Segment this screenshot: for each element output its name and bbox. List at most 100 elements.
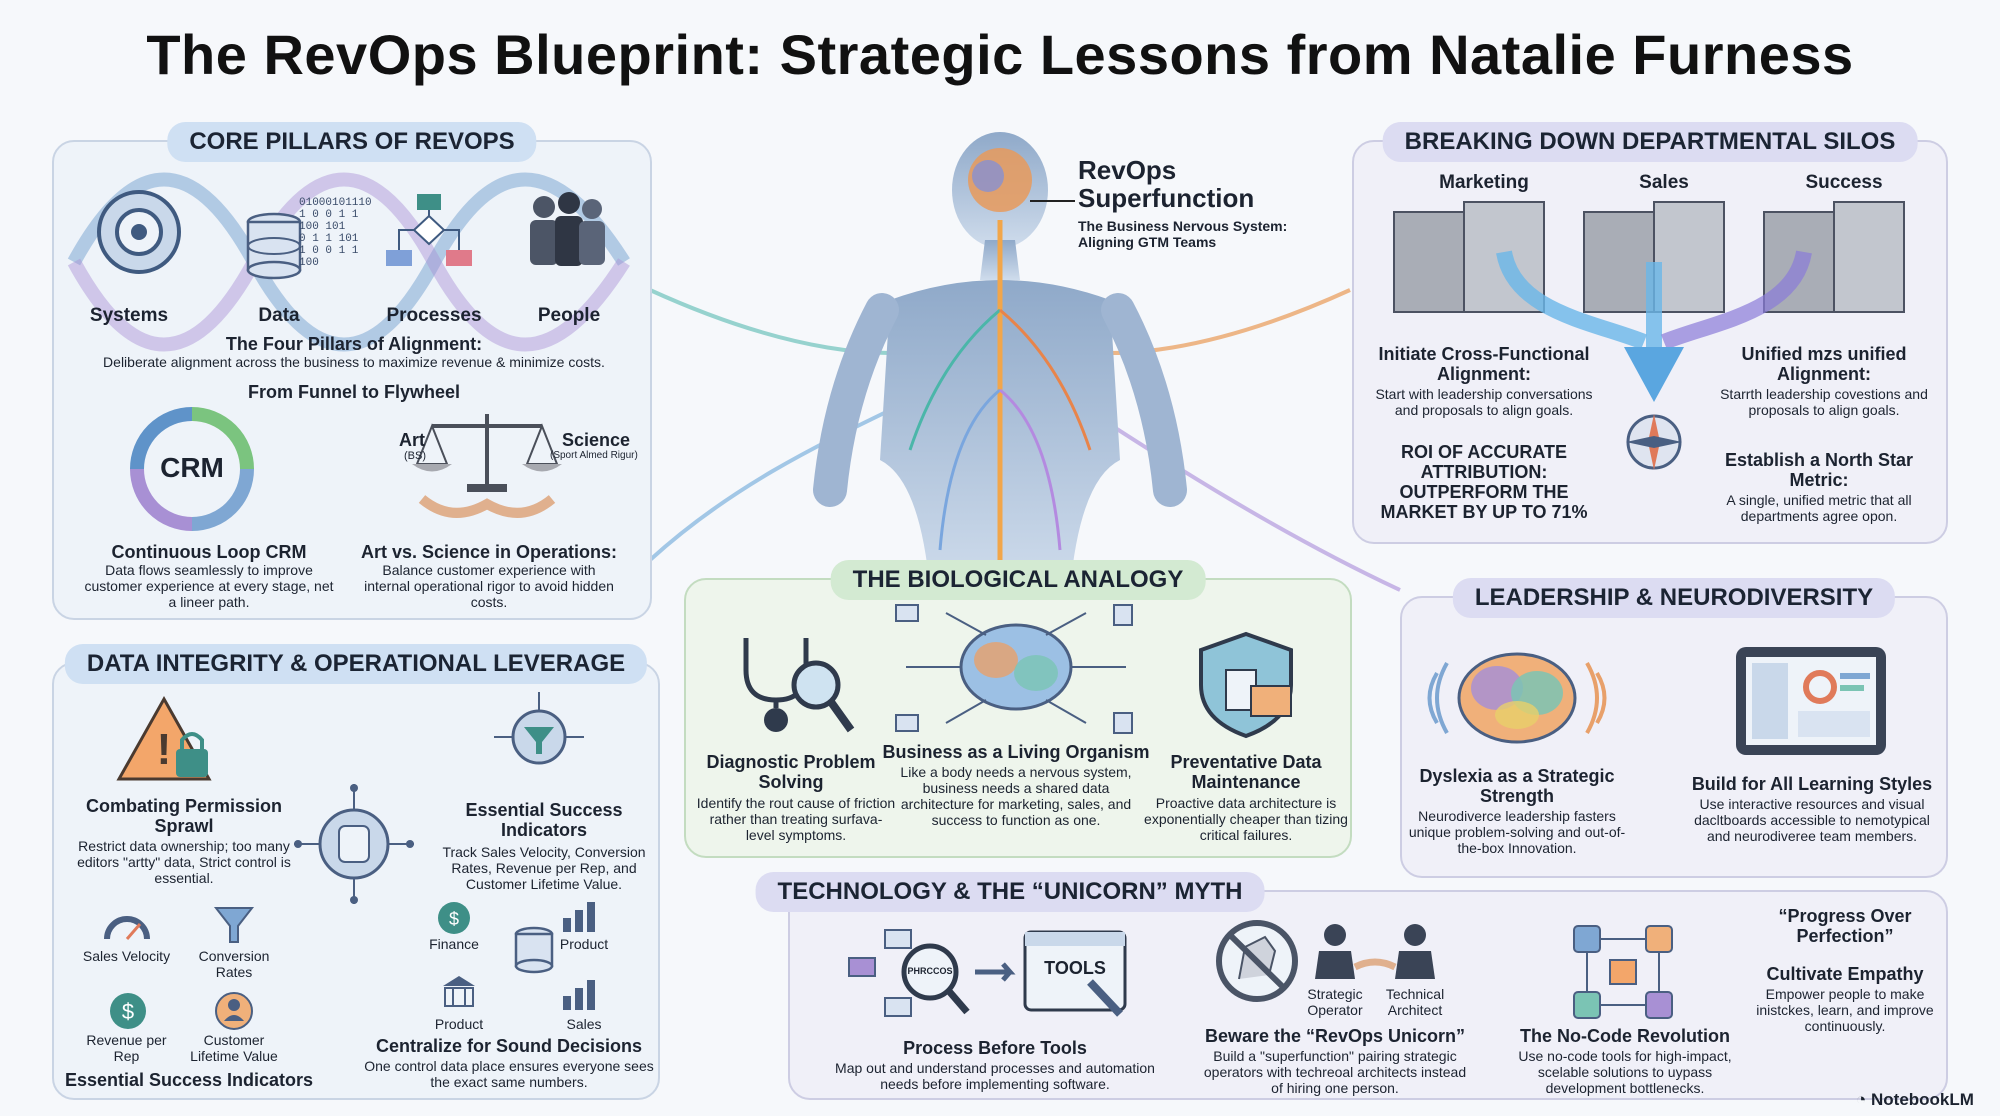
empathy-heading: Cultivate Empathy xyxy=(1766,964,1924,984)
brand-logo: ◔ NotebookLM xyxy=(1856,1090,1974,1110)
art-sub: (BS) xyxy=(404,450,426,462)
leadership-title: LEADERSHIP & NEURODIVERSITY xyxy=(1452,578,1896,618)
unicorn-desc: Build a "superfunction" pairing strategi… xyxy=(1203,1048,1467,1096)
bar-chart-icon xyxy=(563,902,595,932)
art-label: Art xyxy=(399,430,425,450)
silo-label-marketing: Marketing xyxy=(1439,172,1529,193)
sprawl-desc: Restrict data ownership; too many editor… xyxy=(77,838,291,886)
diag-heading: Diagnostic Problem Solving xyxy=(706,752,876,792)
pillar-label-people: People xyxy=(537,305,601,326)
brand-icon: ◔ xyxy=(1856,1090,1871,1109)
revenue-icon: $ xyxy=(110,993,146,1029)
north-desc: A single, unified metric that all depart… xyxy=(1726,492,1912,524)
metric-revenue-per-rep: Revenue per Rep xyxy=(86,1032,167,1064)
indicators-desc: Track Sales Velocity, Conversion Rates, … xyxy=(442,844,646,892)
crm-heading: Continuous Loop CRM xyxy=(111,542,307,562)
hub-product: Product xyxy=(559,936,609,952)
pillar-label-systems: Systems xyxy=(89,305,169,326)
core-pillars-panel: CORE PILLARS OF REVOPS 01000101110 1 0 0… xyxy=(52,122,652,620)
warning-lock-icon: ! xyxy=(116,695,212,781)
svg-text:$: $ xyxy=(122,999,134,1024)
silos-panel: BREAKING DOWN DEPARTMENTAL SILOS Marketi… xyxy=(1352,122,1948,544)
quote-text: “Progress Over Perfection” xyxy=(1778,906,1912,946)
prev-desc: Proactive data architecture is exponenti… xyxy=(1144,795,1348,843)
center-sub-line1: The Business Nervous System: xyxy=(1078,218,1288,234)
process-tools-icon xyxy=(848,929,1127,1017)
nocode-blocks-icon xyxy=(1573,925,1673,1019)
artsci-desc: Balance customer experience with interna… xyxy=(364,562,614,610)
pillars-wave xyxy=(67,172,630,352)
hub-database-icon xyxy=(514,926,554,974)
artsci-heading: Art vs. Science in Operations: xyxy=(360,542,618,562)
speedometer-icon xyxy=(104,916,150,940)
crm-label: CRM xyxy=(160,452,224,483)
metric-sales-velocity: Sales Velocity xyxy=(82,948,171,964)
unicorn-partners-icon xyxy=(1216,920,1435,1002)
data-integrity-panel: DATA INTEGRITY & OPERATIONAL LEVERAGE ! … xyxy=(52,644,660,1100)
north-heading: Establish a North Star Metric: xyxy=(1724,450,1914,490)
page-title: The RevOps Blueprint: Strategic Lessons … xyxy=(146,23,1854,86)
indicators-heading: Essential Success Indicators xyxy=(465,800,623,840)
tools-label: TOOLS xyxy=(1044,958,1106,978)
leadership-panel: LEADERSHIP & NEURODIVERSITY Dyslexia as … xyxy=(1400,578,1948,878)
silo-label-success: Success xyxy=(1805,172,1883,193)
crm-desc: Data flows seamlessly to improve custome… xyxy=(84,562,334,610)
heading-pointer xyxy=(1030,200,1075,202)
unified-heading: Unified mzs unified Alignment: xyxy=(1741,344,1907,384)
hub-sales: Sales xyxy=(566,1016,602,1032)
svg-text:!: ! xyxy=(157,725,172,774)
customer-icon xyxy=(215,992,253,1030)
database-icon xyxy=(246,212,302,280)
core-pillars-title: CORE PILLARS OF REVOPS xyxy=(167,122,537,162)
colorful-brain-icon xyxy=(1427,652,1607,744)
stethoscope-magnifier-icon xyxy=(743,638,855,733)
funnel-heading: From Funnel to Flywheel xyxy=(247,382,460,402)
prev-heading: Preventative Data Maintenance xyxy=(1170,752,1322,792)
center-sub-line2: Aligning GTM Teams xyxy=(1078,234,1217,250)
empathy-desc: Empower people to make inistckes, learn,… xyxy=(1756,986,1934,1034)
metric-conversion-rates: Conversion Rates xyxy=(198,948,270,980)
nocode-desc: Use no-code tools for high-impact, scela… xyxy=(1518,1048,1732,1096)
central-database-node xyxy=(294,784,414,904)
science-label: Science xyxy=(562,430,631,450)
sales-chart-icon xyxy=(563,980,595,1010)
metric-customer-lifetime-value: Customer Lifetime Value xyxy=(190,1032,278,1064)
process-desc: Map out and understand processes and aut… xyxy=(835,1060,1155,1092)
flowchart-icon xyxy=(386,194,472,266)
scales-icon xyxy=(412,414,562,518)
finance-icon: $ xyxy=(438,902,470,934)
alignment-desc: Deliberate alignment across the business… xyxy=(103,354,605,370)
silos-title: BREAKING DOWN DEPARTMENTAL SILOS xyxy=(1382,122,1918,162)
center-heading-line1: RevOps xyxy=(1078,155,1177,185)
sprawl-heading: Combating Permission Sprawl xyxy=(85,796,283,836)
pillar-label-data: Data xyxy=(258,305,300,326)
build-heading: Build for All Learning Styles xyxy=(1691,774,1933,794)
centralize-heading: Centralize for Sound Decisions xyxy=(375,1036,643,1056)
diag-desc: Identify the rout cause of friction rath… xyxy=(696,795,896,843)
crm-loop-icon xyxy=(130,407,254,531)
brand-name: NotebookLM xyxy=(1871,1090,1974,1109)
tablet-dashboard-icon xyxy=(1736,647,1886,755)
centralize-desc: One control data place ensures everyone … xyxy=(364,1058,654,1090)
building-icon xyxy=(443,976,475,1007)
organism-desc: Like a body needs a nervous system, busi… xyxy=(900,764,1132,828)
center-figure xyxy=(813,130,1187,600)
build-desc: Use interactive resources and visual dac… xyxy=(1694,796,1930,844)
svg-text:$: $ xyxy=(449,909,459,929)
alignment-heading: The Four Pillars of Alignment: xyxy=(225,334,483,354)
bottom-indicators-heading: Essential Success Indicators xyxy=(64,1070,314,1090)
hub-finance: Finance xyxy=(429,936,479,952)
silo-label-sales: Sales xyxy=(1639,172,1689,193)
process-heading: Process Before Tools xyxy=(903,1038,1087,1058)
technology-panel: TECHNOLOGY & THE “UNICORN” MYTH PHRCCOS … xyxy=(755,872,1948,1100)
unicorn-heading: Beware the “RevOps Unicorn” xyxy=(1204,1026,1466,1046)
pillar-label-processes: Processes xyxy=(386,305,482,326)
silo-walls-graphic xyxy=(1393,201,1905,470)
nocode-heading: The No-Code Revolution xyxy=(1520,1026,1730,1046)
roi-text: ROI OF ACCURATE ATTRIBUTION: OUTPERFORM … xyxy=(1380,442,1588,522)
hub-product-2: Product xyxy=(434,1016,484,1032)
science-sub: (Sport Almed Rigur) xyxy=(550,450,638,461)
technology-title: TECHNOLOGY & THE “UNICORN” MYTH xyxy=(755,872,1265,912)
biological-title: THE BIOLOGICAL ANALOGY xyxy=(830,560,1206,600)
dyslexia-desc: Neurodiverce leadership fasters unique p… xyxy=(1408,808,1626,856)
